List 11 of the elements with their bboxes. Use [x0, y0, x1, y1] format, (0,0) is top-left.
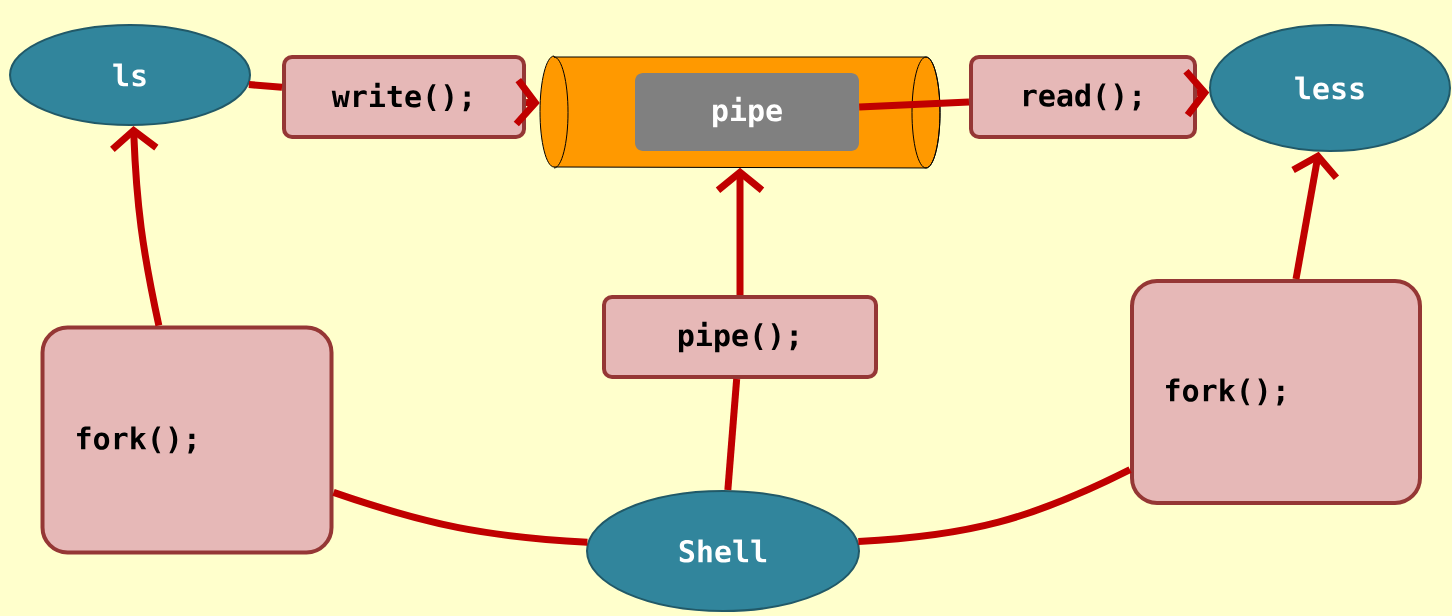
call-box: read(); — [969, 55, 1197, 139]
arrow — [110, 126, 163, 327]
arrow — [1291, 151, 1340, 280]
call-box: fork(); — [1130, 279, 1422, 505]
connector-line — [724, 378, 741, 491]
call-box: fork(); — [40, 325, 334, 555]
call-box: pipe(); — [602, 295, 878, 379]
connector-line — [332, 489, 588, 546]
connector-line — [248, 81, 283, 91]
call-box: write(); — [282, 55, 526, 139]
pipe-label-box: pipe — [635, 73, 859, 151]
